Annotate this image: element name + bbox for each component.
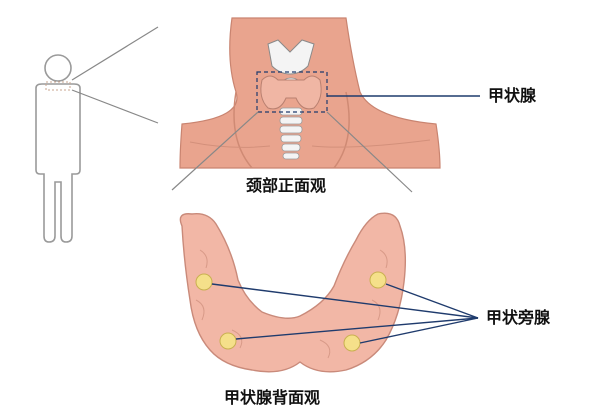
parathyroid-lower-right [343,334,361,352]
trachea-ring [282,152,300,160]
parathyroid-label: 甲状旁腺 [486,308,551,327]
neck-front-view-caption: 颈部正面观 [246,176,327,195]
figure-body [35,83,81,243]
trachea-ring [280,134,302,143]
parathyroid-upper-left [195,273,213,291]
neck-front-illustration [179,17,441,169]
thyroid-label: 甲状腺 [488,86,537,105]
trachea-ring [279,116,303,125]
leader-line-upper-left [211,283,479,319]
parathyroid-lower-left [219,332,237,350]
clavicle-right [311,139,431,148]
figure-head [44,54,72,82]
parathyroid-leader-lines [211,283,479,344]
thyroid-highlight-box [256,71,328,113]
leader-line-upper-right [385,283,479,319]
zoom-line-bottom [71,89,159,124]
zoom-lines-lower [171,111,413,193]
leader-line-lower-left [235,317,479,340]
leader-line-lower-right [359,317,479,344]
clavicle-left [189,141,271,148]
human-figure-outline [35,54,81,243]
figure-neck-marker [45,81,71,91]
zoom-line-lower-left [171,111,259,191]
thyroid-gland-front [260,75,322,110]
neck-muscle-left [233,91,253,169]
thyroid-gland-back [179,212,407,373]
zoom-lines [71,26,159,124]
parathyroid-upper-right [369,271,387,289]
parathyroid-glands [195,271,387,352]
neck-muscle-right [333,91,350,169]
thyroid-cartilage [267,39,315,75]
thyroid-back-view-caption: 甲状腺背面观 [224,388,321,407]
trachea [279,107,303,160]
trachea-ring [281,143,301,152]
thyroid-texture [195,249,388,359]
zoom-line-top [71,26,159,81]
thyroid-back-illustration [179,212,407,373]
trachea-ring [279,107,303,116]
zoom-line-lower-right [326,111,413,193]
trachea-ring [279,125,303,134]
